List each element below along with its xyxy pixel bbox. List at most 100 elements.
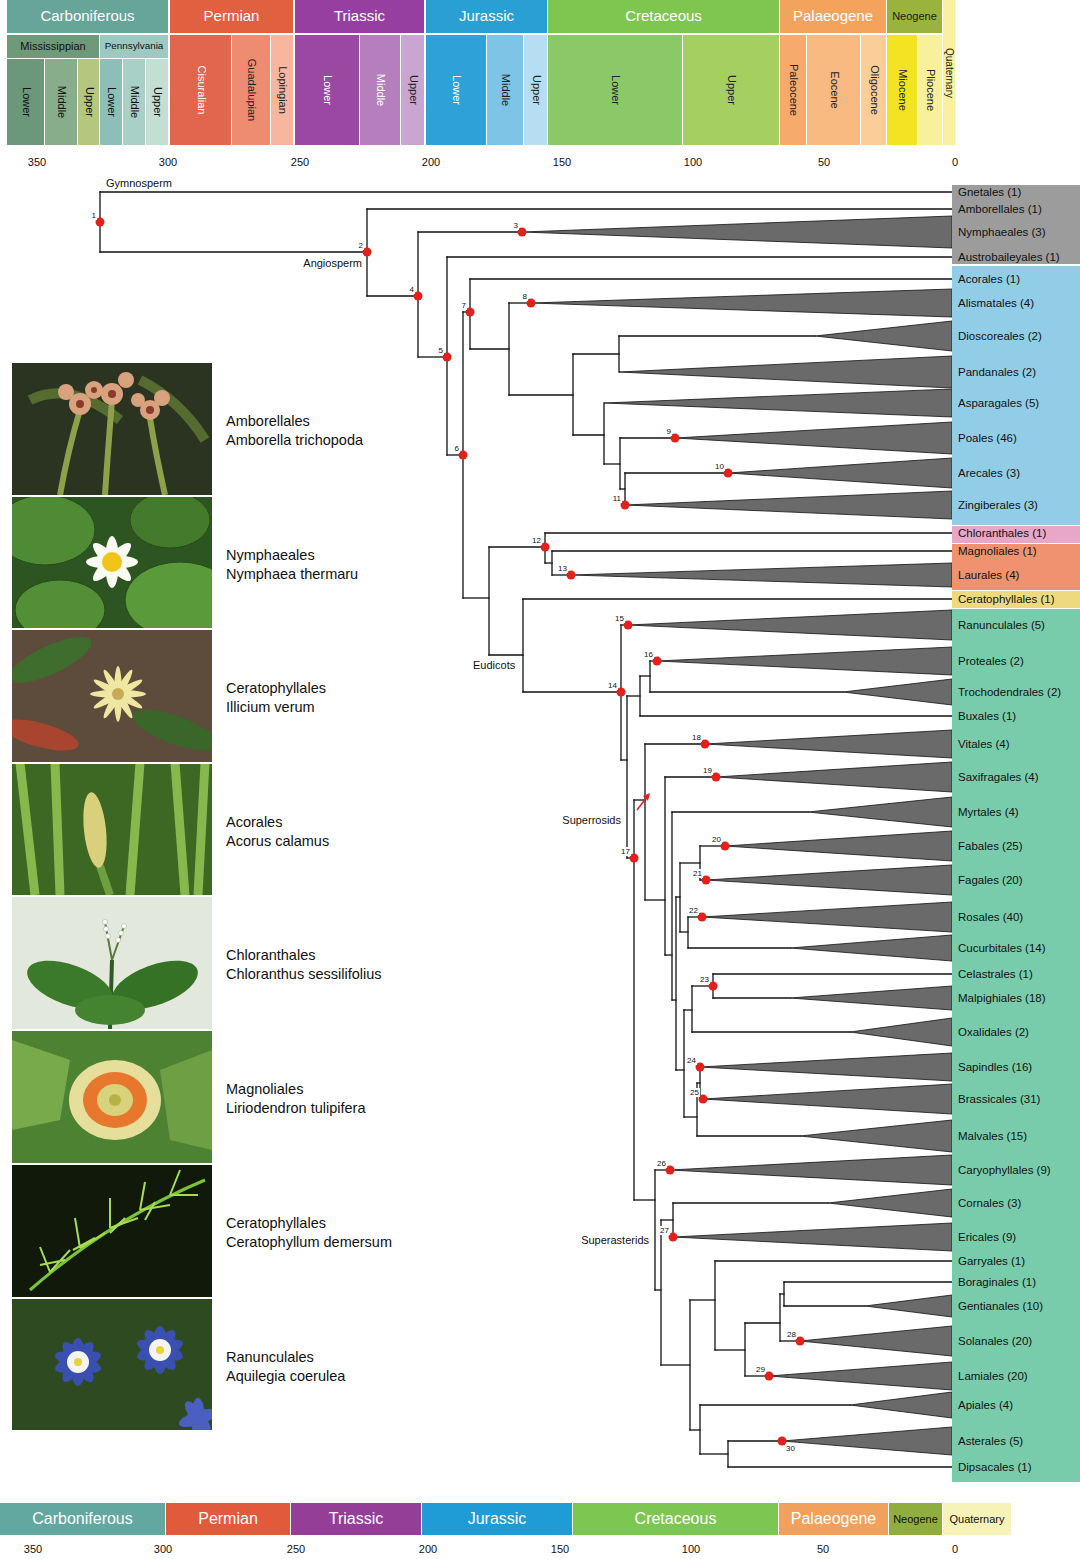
axis-tick-label: 0 [952, 156, 958, 169]
clade-triangle [625, 491, 952, 519]
clade-triangle [703, 1084, 952, 1114]
period-name: Middle [375, 74, 386, 106]
photo-caption: Ceratophyllum demersum [226, 1234, 392, 1251]
epoch-box: Lower [295, 35, 359, 145]
branch-line [655, 1289, 661, 1290]
branch-line [603, 403, 604, 464]
period-name: Quaternary [949, 1513, 1004, 1525]
clade-label: Superrosids [561, 814, 622, 827]
order-label: Myrtales (4) [958, 805, 1019, 819]
branch-line [619, 335, 815, 336]
branch-line [604, 463, 620, 464]
order-label: Saxifragales (4) [958, 770, 1039, 784]
order-label: Chloranthales (1) [958, 526, 1046, 540]
epoch-box: Lower [100, 59, 122, 145]
clade-triangle [628, 610, 952, 640]
epoch-box: Middle [45, 59, 77, 145]
branch-line [783, 1282, 784, 1306]
period-box: Cretaceous [548, 0, 779, 33]
calibration-number: 10 [714, 462, 725, 471]
branch-line [690, 1299, 715, 1300]
photo-shape [12, 1031, 212, 1163]
photo-caption: Illicium verum [226, 699, 315, 716]
branch-line [367, 208, 952, 209]
order-label: Fagales (20) [958, 873, 1023, 887]
branch-line [692, 1031, 850, 1032]
period-name: Cisuralian [195, 66, 206, 115]
order-label: Proteales (2) [958, 654, 1024, 668]
calibration-number: 14 [607, 681, 618, 690]
period-name: Lower [322, 75, 333, 105]
branch-line [463, 597, 489, 598]
period-name: Upper [530, 75, 541, 105]
branch-line [620, 437, 675, 438]
order-label: Rosales (40) [958, 910, 1023, 924]
photo-shape [74, 1358, 82, 1366]
period-box: Palaeogene [780, 0, 886, 33]
branch-line [625, 472, 728, 473]
branch-line [367, 295, 418, 296]
photo-shape [83, 1072, 147, 1128]
clade-band: Magnoliales (1)Laurales (4) [952, 544, 1080, 590]
order-label: Poales (46) [958, 431, 1017, 445]
order-label: Buxales (1) [958, 709, 1016, 723]
order-label: Solanales (20) [958, 1334, 1032, 1348]
axis-tick-label: 300 [154, 1543, 172, 1556]
axis-tick-label: 200 [422, 156, 440, 169]
epoch-box: Lower [426, 35, 486, 145]
photo-caption: Chloranthus sessilifolius [226, 966, 382, 983]
period-name: Carboniferous [32, 1510, 133, 1528]
branch-line [728, 1440, 782, 1441]
order-label: Magnoliales (1) [958, 544, 1037, 558]
clade-band: Acorales (1)Alismatales (4)Dioscoreales … [952, 266, 1080, 525]
period-name: Oligocene [868, 65, 879, 115]
photo-shape [106, 934, 111, 939]
photo-caption: Amborellales [226, 413, 310, 430]
photo-shape [58, 372, 170, 420]
branch-line [645, 899, 665, 900]
branch-line [572, 354, 573, 435]
axis-tick-label: 50 [817, 1543, 829, 1556]
branch-line [489, 546, 545, 547]
branch-line [639, 676, 640, 716]
epoch-box: Lower [548, 35, 682, 145]
period-name: Middle [129, 86, 140, 118]
period-name: Guadalupian [246, 59, 257, 121]
order-label: Fabales (25) [958, 839, 1023, 853]
calibration-number: 17 [620, 847, 631, 856]
order-label: Asparagales (5) [958, 396, 1039, 410]
branch-line [713, 973, 952, 974]
period-name: Eocene [828, 71, 839, 108]
branch-line [680, 862, 700, 863]
branch-line [665, 954, 672, 955]
order-label: Cornales (3) [958, 1196, 1021, 1210]
clade-triangle [790, 935, 952, 961]
photo-shape [12, 764, 212, 895]
photo-shape [12, 497, 212, 628]
photo-shape [108, 390, 116, 398]
photo-shape [53, 1338, 104, 1386]
order-label: Apiales (4) [958, 1398, 1013, 1412]
period-name: Carboniferous [40, 8, 134, 25]
photo-shape [67, 1351, 89, 1373]
calibration-number: 9 [666, 427, 672, 436]
clade-triangle [670, 1155, 952, 1185]
axis-tick-label: 150 [553, 156, 571, 169]
branch-line [699, 1405, 700, 1454]
branch-line [573, 353, 619, 354]
photo-shape [12, 630, 212, 762]
photo-shape [102, 552, 122, 572]
branch-line [545, 562, 552, 563]
period-bar-box: Quaternary [943, 1503, 1011, 1535]
photo-shape [177, 1398, 212, 1430]
branch-line [665, 776, 716, 777]
clade-triangle [705, 730, 952, 758]
period-name: Middle [56, 86, 67, 118]
branch-line [418, 231, 522, 232]
clade-triangle [716, 762, 952, 792]
branch-line [688, 947, 790, 948]
branch-line [509, 394, 573, 395]
calibration-number: 3 [513, 221, 519, 230]
epoch-box: Middle [123, 59, 145, 145]
